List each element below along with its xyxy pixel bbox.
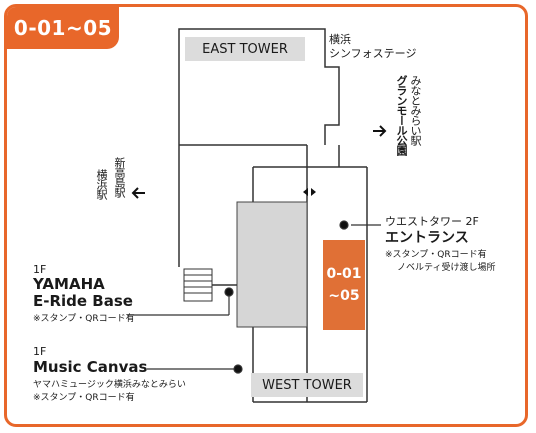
arrow-right-icon (373, 125, 387, 137)
grand-mall-park-label: グランモール公園 (395, 75, 408, 155)
entrance-marker (339, 220, 349, 230)
yamaha-marker (224, 287, 234, 297)
double-arrow-icon (303, 188, 316, 196)
entrance-title-line1: ウエストタワー 2F (385, 215, 479, 228)
atrium-block (236, 201, 308, 328)
yamaha-floor: 1F (33, 263, 47, 276)
music-canvas-floor: 1F (33, 345, 47, 358)
arrow-left-icon (131, 187, 145, 199)
east-tower-label: EAST TOWER (185, 37, 305, 61)
music-canvas-name: Music Canvas (33, 358, 148, 376)
map-frame: 0-01 ~05 (4, 4, 528, 427)
west-tower-label: WEST TOWER (251, 373, 363, 397)
east-tower-outline (178, 28, 340, 267)
entrance-title-line2: エントランス (385, 230, 469, 246)
symphony-stage-label-line2: シンフォステージ (329, 47, 417, 60)
yokohama-station-label: 横浜駅 (95, 169, 108, 199)
booth-label-line1: 0-01 (326, 266, 362, 282)
entrance-note-line1: ※スタンプ・QRコード有 (385, 250, 487, 260)
entrance-note-line2: ノベルティ受け渡し場所 (397, 263, 496, 273)
booth-marker: 0-01 ~05 (323, 240, 365, 330)
yamaha-note: ※スタンプ・QRコード有 (33, 314, 135, 324)
yamaha-name-line2: E-Ride Base (33, 292, 133, 310)
stairs-icon (183, 268, 213, 302)
code-tab: 0-01~05 (7, 7, 119, 49)
yamaha-name-line1: YAMAHA (33, 275, 105, 293)
music-canvas-subtitle: ヤマハミュージック横浜みなとみらい (33, 380, 186, 390)
music-canvas-marker (233, 364, 243, 374)
floor-map (127, 28, 387, 403)
booth-label-line2: ~05 (328, 288, 360, 304)
symphony-stage-label-line1: 横浜 (329, 33, 351, 46)
minatomirai-station-label: みなとみらい駅 (409, 75, 422, 145)
music-canvas-note: ※スタンプ・QRコード有 (33, 393, 135, 403)
shin-takashima-station-label: 新高島駅 (113, 157, 126, 197)
